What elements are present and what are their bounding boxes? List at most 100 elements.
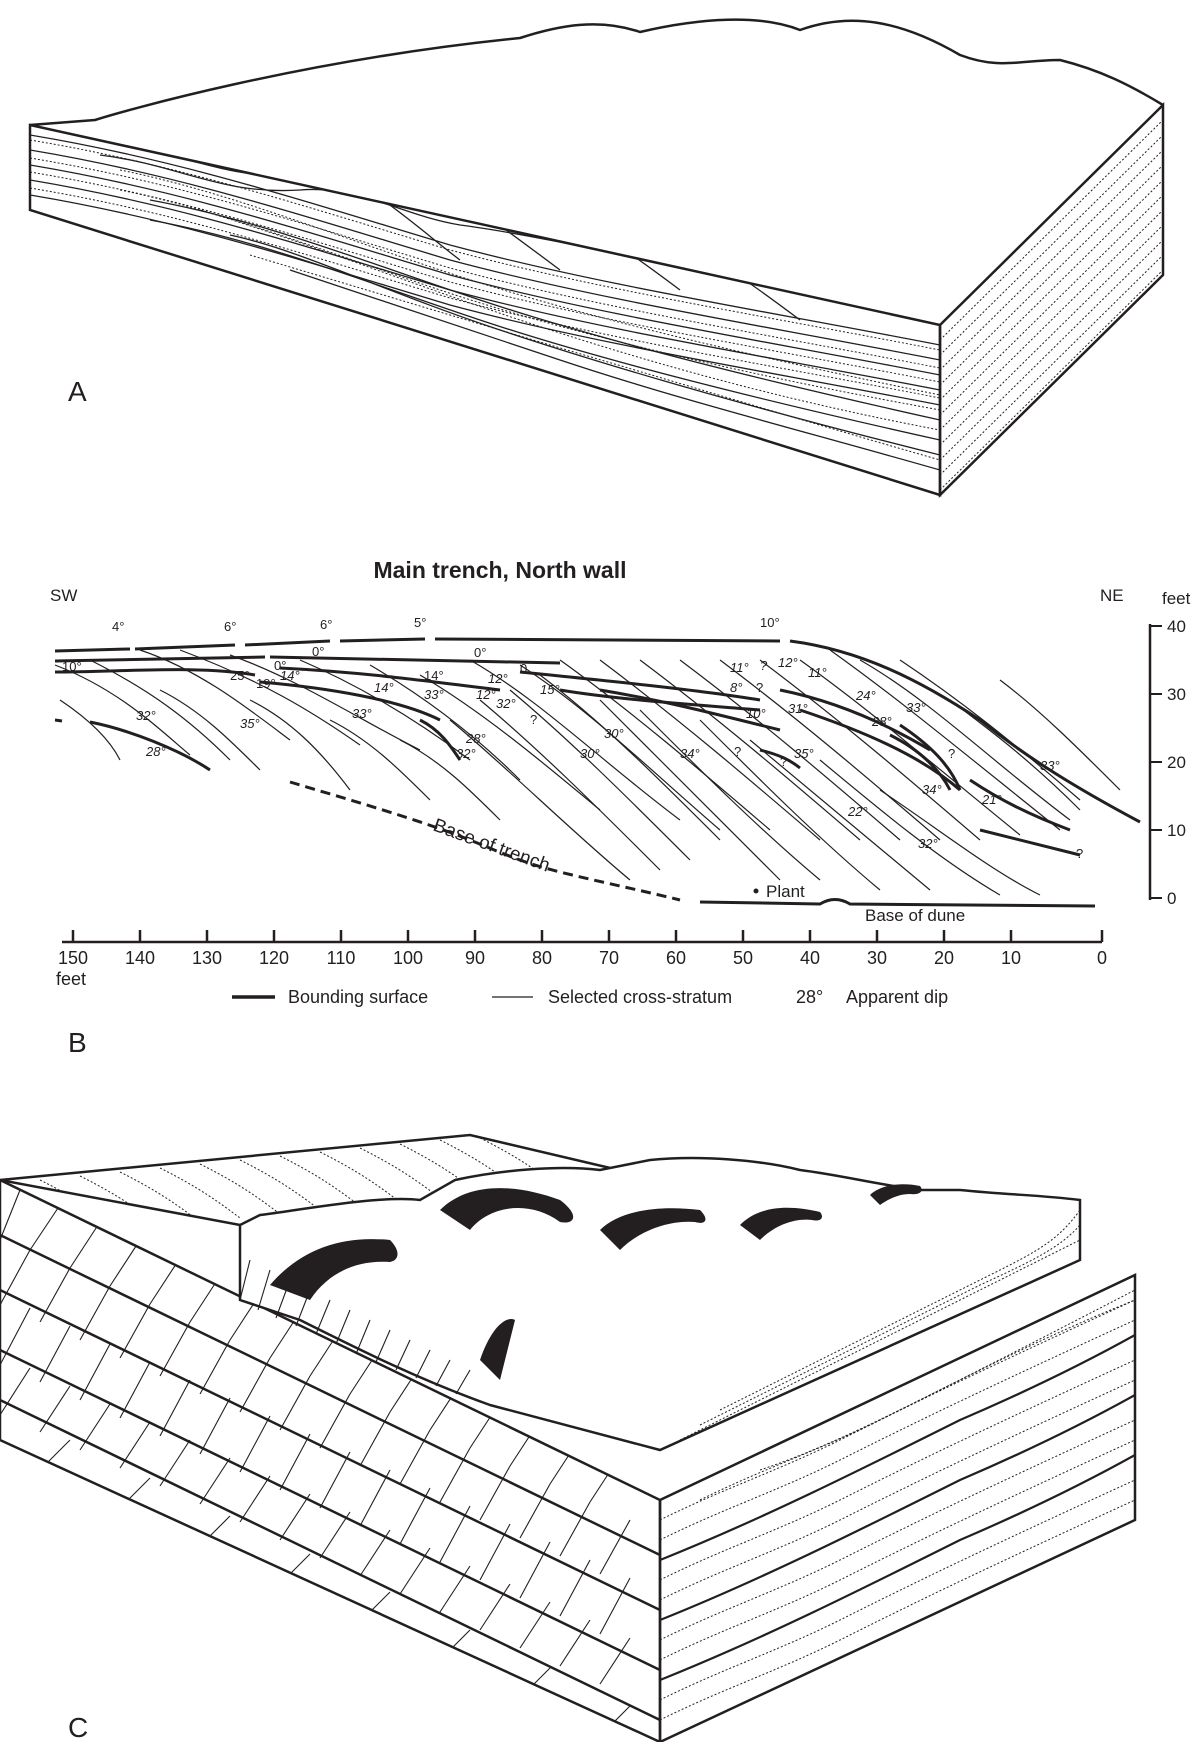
dip-label: 34°: [680, 746, 700, 761]
dip-label: ?: [734, 744, 741, 759]
dip-label: 12°: [778, 655, 798, 670]
dip-label: 33°: [352, 706, 372, 721]
dip-labels: 4° 6° 6° 5° 10° 10° 0° 0° 0° 25° 19° 14°…: [62, 615, 1083, 861]
dip-label: 24°: [855, 688, 876, 703]
dip-label: 21°: [981, 792, 1002, 807]
hscale-tick: 10: [1001, 948, 1021, 968]
dip-label: 30°: [580, 746, 600, 761]
slip-faces: [270, 1184, 922, 1380]
dip-label: 22°: [847, 804, 868, 819]
block-c-top-strata: [39, 1137, 561, 1225]
panel-c-block-diagram: C: [0, 1060, 1200, 1743]
hscale-tick: 150: [58, 948, 88, 968]
dip-label: 32°: [136, 708, 156, 723]
hscale-tick: 80: [532, 948, 552, 968]
dip-label: 33°: [906, 700, 926, 715]
dip-label: 14°: [374, 680, 394, 695]
trench-cross-section: Main trench, North wall SW NE feet 40 30…: [50, 557, 1191, 1007]
legend: Bounding surface Selected cross-stratum …: [232, 987, 948, 1007]
dip-label: 32°: [496, 696, 516, 711]
dip-label: 14°: [424, 668, 444, 683]
hscale-tick: 40: [800, 948, 820, 968]
dip-label: ?: [1076, 846, 1083, 861]
vscale-tick-40: 40: [1167, 617, 1186, 636]
dip-label: ?: [756, 680, 763, 695]
hscale-tick: 50: [733, 948, 753, 968]
dip-label: 0: [520, 661, 527, 676]
dip-label: 33°: [424, 687, 444, 702]
panel-b-cross-section: Main trench, North wall SW NE feet 40 30…: [0, 500, 1200, 1060]
dip-label: 0°: [274, 658, 286, 673]
dip-label: 28°: [145, 744, 166, 759]
dip-label: 8°: [730, 680, 742, 695]
horizontal-scale-bar: 150 140 130 120 110 100 90 80 70 60 50 4…: [56, 930, 1107, 989]
base-of-dune-label: Base of dune: [865, 906, 965, 925]
dip-label: ?: [780, 754, 787, 769]
dip-label: 5°: [414, 615, 426, 630]
dip-label: 25°: [230, 668, 250, 683]
dip-label: ?: [760, 658, 768, 673]
dip-label: 6°: [320, 617, 332, 632]
block-a-front-strata: [30, 134, 940, 471]
vscale-tick-10: 10: [1167, 821, 1186, 840]
ne-direction-label: NE: [1100, 586, 1124, 605]
hscale-tick: 70: [599, 948, 619, 968]
hscale-tick: 100: [393, 948, 423, 968]
bounding-surfaces: [54, 637, 1141, 908]
plant-marker: [753, 888, 759, 894]
panel-label-c: C: [68, 1712, 89, 1743]
block-diagram-c: [0, 1133, 1137, 1742]
panel-label-b: B: [68, 1027, 87, 1058]
dip-label: 10°: [760, 615, 780, 630]
hscale-tick: 90: [465, 948, 485, 968]
block-a-side-strata: [940, 119, 1163, 491]
legend-cross-label: Selected cross-stratum: [548, 987, 732, 1007]
dune-block-side-strata: [679, 1209, 1081, 1441]
hscale-tick: 30: [867, 948, 887, 968]
dip-label: 31°: [788, 701, 808, 716]
dip-label: 15°: [540, 682, 560, 697]
plant-label: Plant: [766, 882, 805, 901]
dip-label: 10°: [746, 706, 766, 721]
vscale-tick-20: 20: [1167, 753, 1186, 772]
vscale-tick-0: 0: [1167, 889, 1176, 908]
block-c-side-strata: [660, 1289, 1135, 1721]
legend-bounding-label: Bounding surface: [288, 987, 428, 1007]
dip-label: 4°: [112, 619, 124, 634]
hscale-tick: 0: [1097, 948, 1107, 968]
cross-strata: [54, 649, 1121, 896]
hscale-unit: feet: [56, 969, 86, 989]
hscale-tick: 110: [327, 948, 356, 968]
sw-direction-label: SW: [50, 586, 77, 605]
dip-label: 30°: [604, 726, 624, 741]
block-diagram-a: [28, 18, 1165, 498]
hscale-tick: 20: [934, 948, 954, 968]
dip-label: 6°: [224, 619, 236, 634]
vscale-tick-30: 30: [1167, 685, 1186, 704]
dip-label: 32°: [456, 746, 476, 761]
dip-label: 28°: [465, 731, 486, 746]
dip-label: 34°: [922, 782, 942, 797]
hscale-tick: 140: [125, 948, 155, 968]
section-title: Main trench, North wall: [373, 557, 626, 583]
dip-label: ?: [530, 712, 537, 727]
dip-label: ?: [948, 746, 955, 761]
dune-block-front-strata: [239, 1259, 471, 1395]
hscale-tick: 120: [259, 948, 289, 968]
dip-label: 35°: [794, 746, 814, 761]
dip-label: 11°: [730, 660, 749, 675]
dip-label: 33°: [1040, 758, 1060, 773]
dip-label: 0°: [312, 644, 324, 659]
legend-dip-example: 28°: [796, 987, 823, 1007]
panel-label-a: A: [68, 376, 87, 407]
dip-label: 14°: [280, 668, 300, 683]
dip-label: 28°: [871, 714, 892, 729]
hscale-tick: 60: [666, 948, 686, 968]
dip-label: 10°: [62, 659, 82, 674]
dip-label: 35°: [240, 716, 260, 731]
hscale-tick: 130: [192, 948, 222, 968]
base-of-trench-label: Base of trench: [430, 815, 552, 877]
dip-label: 32°: [918, 836, 938, 851]
legend-dip-label: Apparent dip: [846, 987, 948, 1007]
block-a-top-surface: [29, 18, 1164, 127]
